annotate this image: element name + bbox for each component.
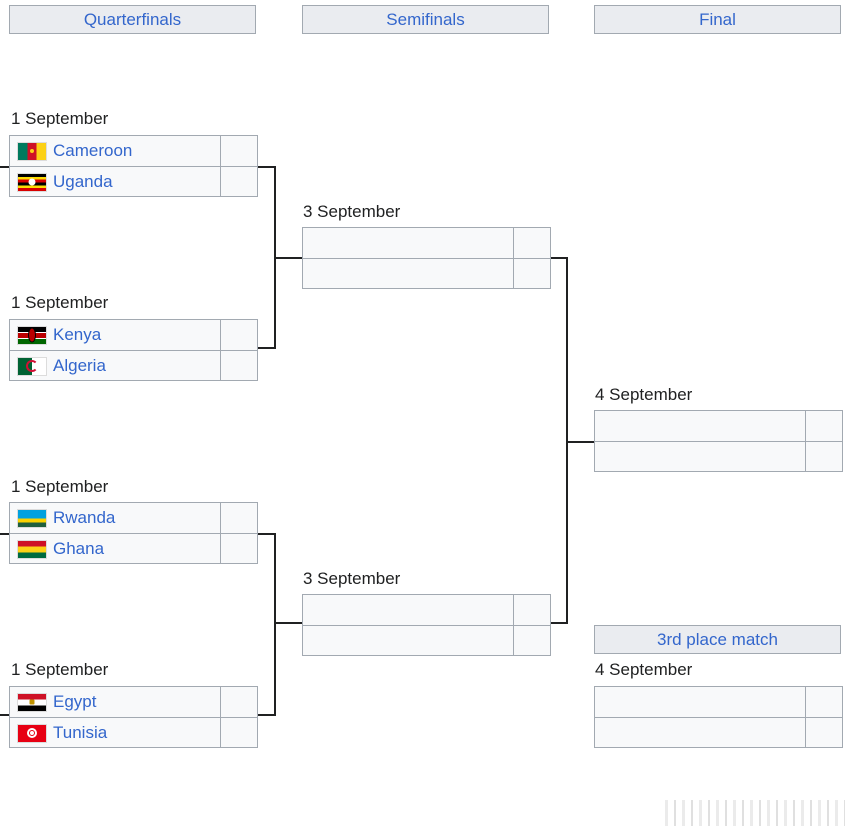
bracket-connector: [566, 441, 594, 443]
score-cell: [221, 351, 257, 381]
bracket-connector: [0, 714, 9, 716]
ghana-flag-icon: [17, 539, 47, 559]
team-row: [303, 228, 550, 259]
bracket-connector: [258, 533, 275, 535]
team-cell-cameroon[interactable]: Cameroon: [10, 136, 221, 166]
team-cell-empty: [595, 687, 806, 717]
score-cell: [221, 718, 257, 748]
team-name[interactable]: Uganda: [53, 172, 113, 191]
team-row: [595, 718, 842, 748]
match-date: 1 September: [11, 477, 109, 496]
team-row: [303, 626, 550, 656]
team-name[interactable]: Kenya: [53, 325, 102, 344]
bracket-connector: [258, 166, 275, 168]
team-row: Egypt: [10, 687, 257, 718]
bracket-connector: [258, 714, 275, 716]
final-match: [594, 410, 843, 472]
bracket-connector: [274, 622, 302, 624]
team-cell-empty: [303, 595, 514, 625]
round-header-semifinals[interactable]: Semifinals: [302, 5, 549, 34]
team-cell-algeria[interactable]: Algeria: [10, 351, 221, 381]
rwanda-flag-icon: [17, 508, 47, 528]
score-cell: [221, 167, 257, 197]
match-date: 1 September: [11, 660, 109, 679]
egypt-flag-icon: [17, 692, 47, 712]
round-header-final[interactable]: Final: [594, 5, 841, 34]
watermark-noise: [665, 800, 845, 826]
semifinal-match-2: [302, 594, 551, 656]
team-name[interactable]: Algeria: [53, 356, 106, 375]
team-cell-empty: [595, 411, 806, 441]
tunisia-flag-icon: [17, 723, 47, 743]
score-cell: [514, 626, 550, 656]
bracket-connector: [274, 533, 276, 716]
team-cell-tunisia[interactable]: Tunisia: [10, 718, 221, 748]
semifinal-match-1: [302, 227, 551, 289]
team-name[interactable]: Tunisia: [53, 723, 108, 742]
uganda-flag-icon: [17, 172, 47, 192]
team-name[interactable]: Rwanda: [53, 508, 116, 527]
score-cell: [221, 687, 257, 717]
score-cell: [514, 259, 550, 289]
score-cell: [806, 411, 842, 441]
score-cell: [514, 228, 550, 258]
quarterfinal-match-4: Egypt Tunisia: [9, 686, 258, 748]
team-row: Algeria: [10, 351, 257, 381]
team-row: [303, 259, 550, 289]
score-cell: [221, 320, 257, 350]
team-row: Tunisia: [10, 718, 257, 748]
team-cell-ghana[interactable]: Ghana: [10, 534, 221, 564]
match-date: 1 September: [11, 293, 109, 312]
algeria-flag-icon: [17, 356, 47, 376]
team-cell-egypt[interactable]: Egypt: [10, 687, 221, 717]
bracket-connector: [551, 257, 568, 259]
bracket-connector: [566, 257, 568, 624]
team-cell-kenya[interactable]: Kenya: [10, 320, 221, 350]
round-header-quarterfinals[interactable]: Quarterfinals: [9, 5, 256, 34]
team-row: [595, 411, 842, 442]
team-cell-empty: [595, 718, 806, 748]
team-row: Kenya: [10, 320, 257, 351]
team-row: Uganda: [10, 167, 257, 197]
bracket-connector: [551, 622, 568, 624]
match-date: 3 September: [303, 569, 401, 588]
team-row: Ghana: [10, 534, 257, 564]
score-cell: [221, 503, 257, 533]
team-cell-empty: [595, 442, 806, 472]
bracket-connector: [0, 533, 9, 535]
team-row: [595, 442, 842, 472]
score-cell: [514, 595, 550, 625]
quarterfinal-match-1: Cameroon Uganda: [9, 135, 258, 197]
bracket-connector: [274, 257, 302, 259]
team-name[interactable]: Cameroon: [53, 141, 133, 160]
round-header-third-place[interactable]: 3rd place match: [594, 625, 841, 654]
score-cell: [806, 687, 842, 717]
bracket-connector: [258, 347, 275, 349]
quarterfinal-match-3: Rwanda Ghana: [9, 502, 258, 564]
third-place-match: [594, 686, 843, 748]
team-row: [595, 687, 842, 718]
cameroon-flag-icon: [17, 141, 47, 161]
team-row: [303, 595, 550, 626]
team-name[interactable]: Ghana: [53, 539, 105, 558]
score-cell: [806, 442, 842, 472]
score-cell: [806, 718, 842, 748]
team-cell-empty: [303, 259, 514, 289]
bracket-connector: [0, 166, 9, 168]
quarterfinal-match-2: Kenya Algeria: [9, 319, 258, 381]
match-date: 1 September: [11, 109, 109, 128]
match-date: 4 September: [595, 660, 693, 679]
score-cell: [221, 136, 257, 166]
team-cell-rwanda[interactable]: Rwanda: [10, 503, 221, 533]
team-cell-empty: [303, 626, 514, 656]
kenya-flag-icon: [17, 325, 47, 345]
team-cell-uganda[interactable]: Uganda: [10, 167, 221, 197]
team-row: Rwanda: [10, 503, 257, 534]
team-row: Cameroon: [10, 136, 257, 167]
score-cell: [221, 534, 257, 564]
team-cell-empty: [303, 228, 514, 258]
match-date: 3 September: [303, 202, 401, 221]
match-date: 4 September: [595, 385, 693, 404]
team-name[interactable]: Egypt: [53, 692, 97, 711]
